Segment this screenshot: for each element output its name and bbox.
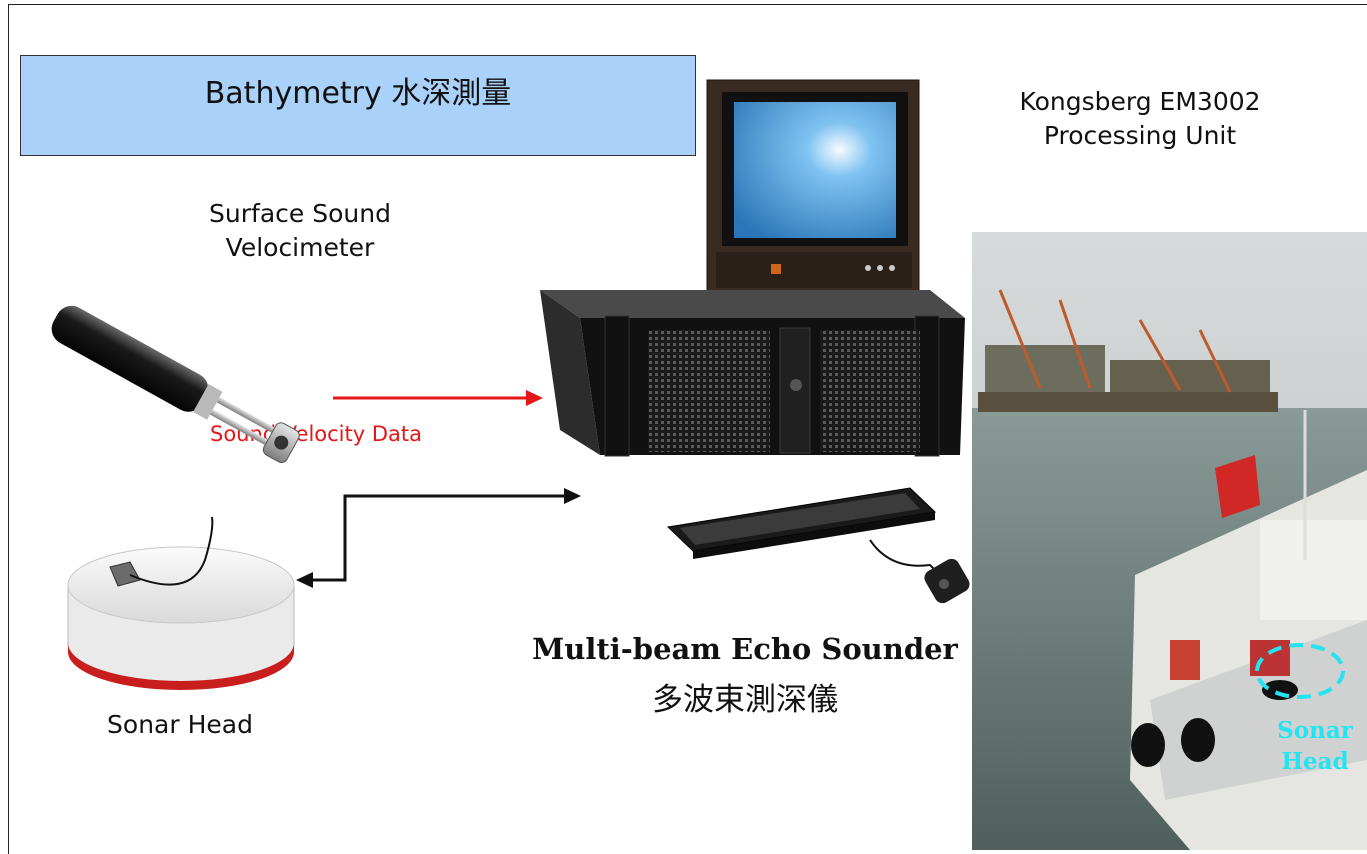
photo-sonar-line2: Head <box>1281 748 1349 776</box>
page-title: Bathymetry 水深測量 <box>204 76 512 111</box>
velocimeter-label: Surface Sound Velocimeter <box>209 199 391 262</box>
photo-sonar-head-label: Sonar Head <box>1270 715 1360 777</box>
mbes-title: Multi-beam Echo Sounder <box>532 632 958 666</box>
mbes-subtitle: 多波束測深儀 <box>652 682 838 718</box>
processing-unit-label: Kongsberg EM3002 Processing Unit <box>1019 87 1261 150</box>
slide-frame <box>8 4 1367 854</box>
title-box: Bathymetry 水深測量 <box>20 55 696 156</box>
sonar-head-label: Sonar Head <box>107 710 253 739</box>
photo-sonar-line1: Sonar <box>1277 717 1353 744</box>
